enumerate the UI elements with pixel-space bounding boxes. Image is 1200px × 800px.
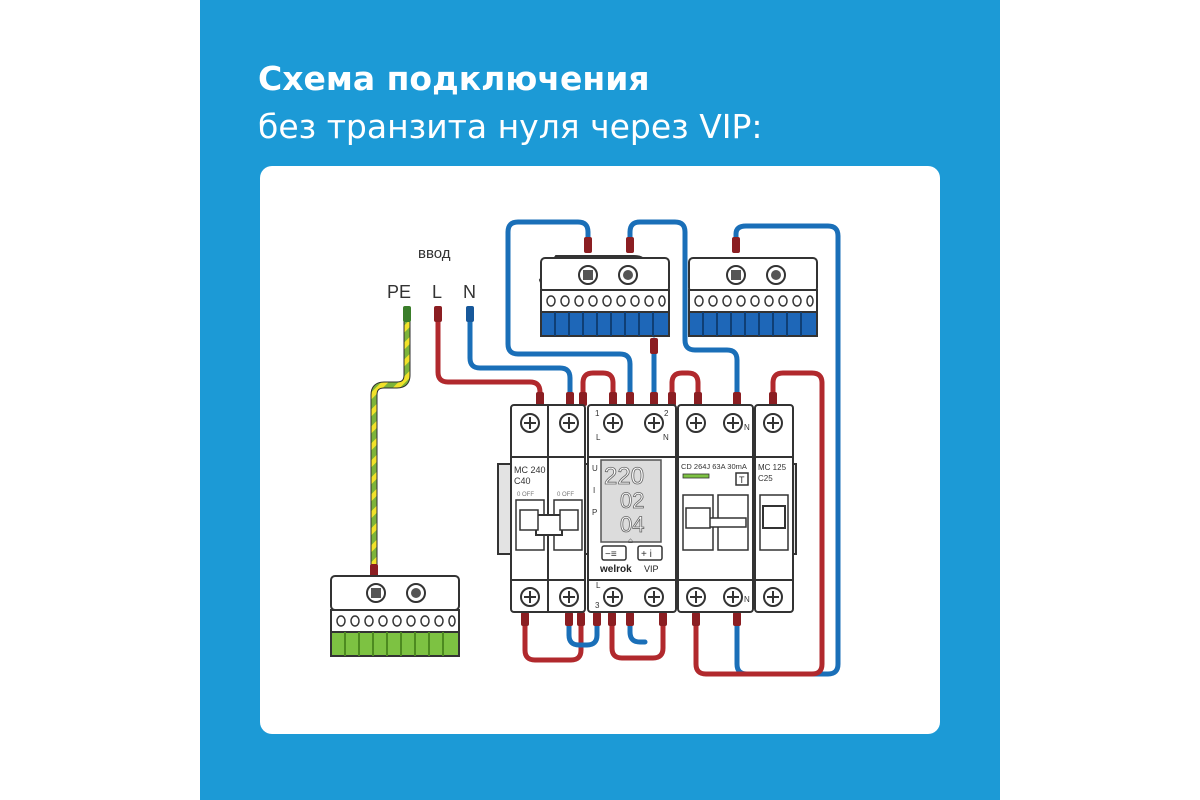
relay-welrok-vip: 1 2 L N L 3 U I P 220 02 04 ⌂ −≡ + i wel… [587,404,677,613]
relay-lcd [600,459,662,543]
breaker-right-toggle[interactable] [762,505,786,529]
relay-term-1: 1 [595,409,600,418]
breaker-right-model: MC 125 [758,463,787,472]
wire-l-input [435,317,543,408]
rcd-toggle[interactable] [705,517,747,528]
relay-row-i: I [593,486,595,495]
neutral-terminal-block-right [688,257,818,337]
wire-bot-4 [627,609,648,645]
breaker-mc125: MC 125 C25 [754,404,794,613]
relay-menu-button-label: −≡ [605,549,617,560]
neutral-terminal-block-left [538,255,670,337]
rcd-test-label: T [739,475,745,485]
relay-menu-button[interactable] [601,545,627,561]
pe-terminal-block [330,575,460,657]
rcd-status-indicator [682,473,710,479]
rcd-term-top-n: N [744,423,750,432]
input-label: ввод [418,245,451,262]
relay-readout-p: 04 [620,512,644,537]
wire-n-bus-left [505,219,633,408]
relay-brand: welrok [599,564,632,575]
breaker-left-state-1: 0 OFF [517,492,534,498]
wire-l-link-2 [669,370,701,408]
relay-model: VIP [644,564,659,574]
relay-term-n: N [663,433,669,442]
title-line-2: без транзита нуля через VIP: [258,107,763,146]
relay-plus-button[interactable] [637,545,663,561]
pe-label: PE [387,282,411,302]
wire-l-link-3 [693,370,825,677]
wires [370,219,841,677]
breaker-left-state-2: 0 OFF [557,492,574,498]
relay-row-p: P [592,508,597,517]
wire-bot-1 [522,609,584,663]
breaker-right-rating: C25 [758,474,773,483]
wifi-icon: ⌂ [628,536,633,545]
ferrules [370,237,777,626]
relay-term-l: L [596,433,601,442]
n-label: N [463,282,476,302]
breaker-left-model: MC 240 [514,465,546,475]
rcd-term-bot-n: N [744,595,750,604]
relay-term-bot-l: L [596,581,601,590]
relay-row-u: U [592,464,598,473]
rcd-label: CD 264J 63A 30mA [681,462,747,471]
title-line-1: Схема подключения [258,59,650,98]
wire-l-link-1 [580,370,616,408]
breaker-left-rating: C40 [514,476,531,486]
rcd-test-button[interactable] [735,472,749,486]
wire-n-bus-link [627,219,740,408]
breaker-mc240: MC 240 C40 0 OFF 0 OFF [510,404,586,613]
rcd-cd264j: N N CD 264J 63A 30mA T [677,404,754,613]
wire-n-input [467,317,573,408]
relay-readout-u: 220 [604,463,644,490]
wire-bot-3 [609,609,666,661]
breaker-left-toggle[interactable] [535,514,563,536]
l-label: L [432,282,442,302]
relay-term-2: 2 [664,409,669,418]
wire-pe [370,316,411,572]
wire-bot-2 [566,609,600,648]
relay-readout-i: 02 [620,488,644,513]
relay-term-3: 3 [595,601,600,610]
relay-plus-button-label: + i [641,549,652,560]
